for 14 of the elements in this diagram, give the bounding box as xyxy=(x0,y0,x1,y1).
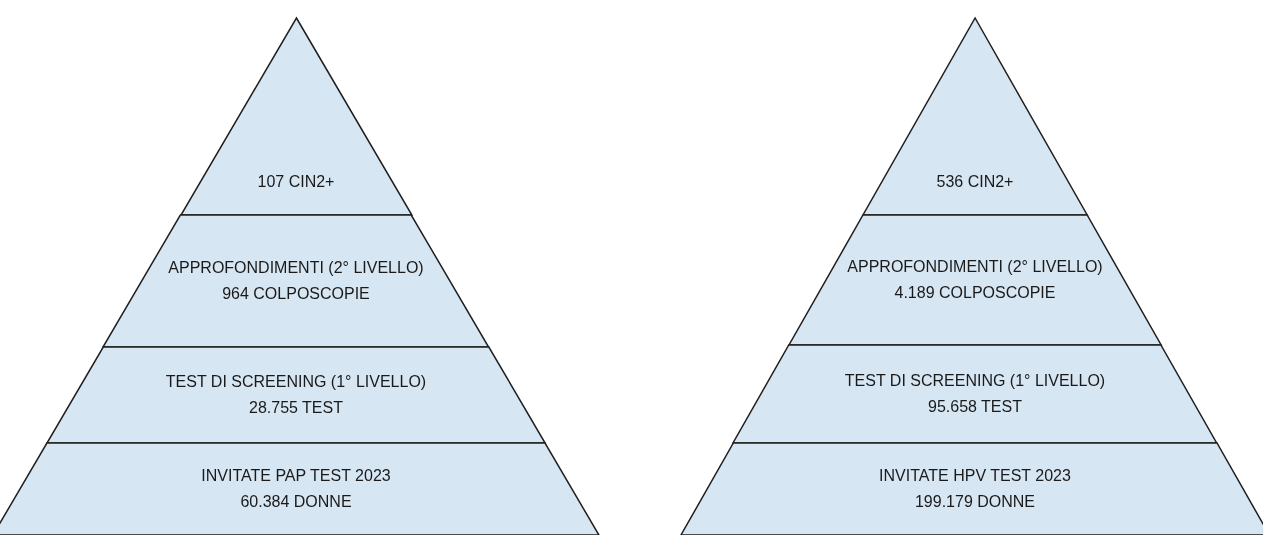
tier-label: 28.755 TEST xyxy=(249,398,343,418)
tier-label: 536 CIN2+ xyxy=(936,171,1014,192)
tier-label: 95.658 TEST xyxy=(928,397,1022,417)
tier-label: 964 COLPOSCOPIE xyxy=(222,284,370,304)
tier-label: 199.179 DONNE xyxy=(914,492,1035,512)
tier-label: TEST DI SCREENING (1° LIVELLO) xyxy=(844,371,1106,391)
tier-label: APPROFONDIMENTI (2° LIVELLO) xyxy=(847,257,1103,277)
tier-label: 4.189 COLPOSCOPIE xyxy=(894,283,1056,303)
tier-label: TEST DI SCREENING (1° LIVELLO) xyxy=(165,372,427,392)
tier-label: 107 CIN2+ xyxy=(257,171,335,192)
tier-label: INVITATE HPV TEST 2023 xyxy=(879,466,1071,486)
tier-label: INVITATE PAP TEST 2023 xyxy=(201,466,391,486)
tier-label: 60.384 DONNE xyxy=(240,492,352,512)
tier-label: APPROFONDIMENTI (2° LIVELLO) xyxy=(168,258,424,278)
